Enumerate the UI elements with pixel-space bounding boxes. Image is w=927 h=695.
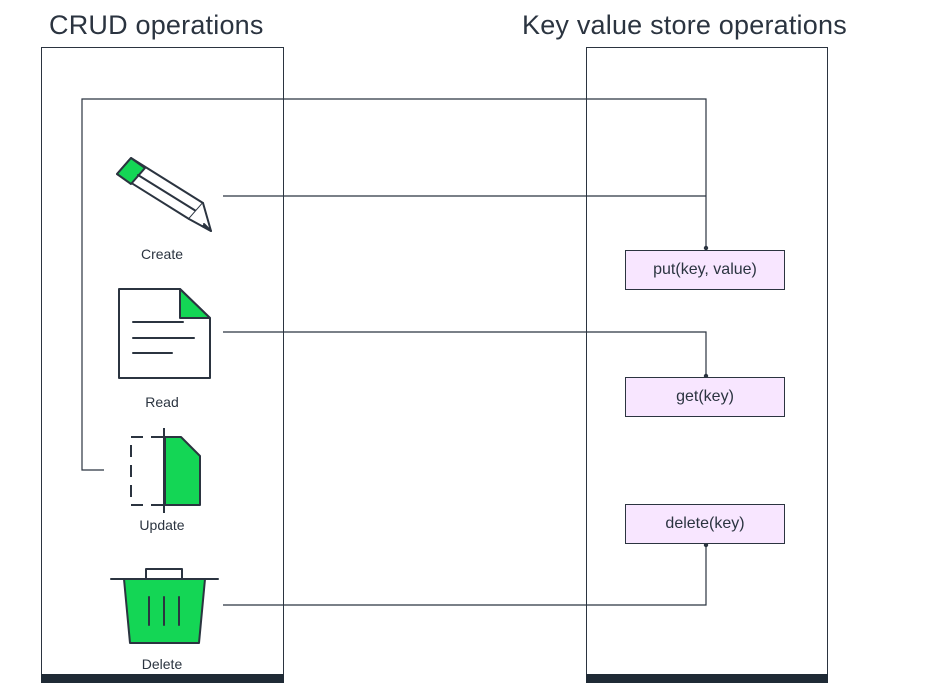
half-document-icon bbox=[130, 428, 201, 513]
key-value-operations-heading: Key value store operations bbox=[522, 10, 847, 40]
put-operation-box: put(key, value) bbox=[625, 250, 785, 290]
update-label: Update bbox=[139, 517, 185, 533]
pencil-icon bbox=[116, 157, 212, 232]
delete-label: Delete bbox=[141, 656, 183, 672]
key-value-panel-bar bbox=[586, 674, 828, 683]
connector-dot-put bbox=[703, 245, 709, 251]
get-operation-box: get(key) bbox=[625, 377, 785, 417]
key-value-panel bbox=[586, 47, 828, 683]
delete-operation-box: delete(key) bbox=[625, 504, 785, 544]
connector-update-put bbox=[81, 98, 707, 471]
read-label: Read bbox=[145, 394, 179, 410]
connector-read-get bbox=[223, 331, 707, 376]
trash-can-icon bbox=[110, 568, 219, 644]
crud-operations-heading: CRUD operations bbox=[49, 10, 264, 40]
crud-panel-bar bbox=[41, 674, 284, 683]
document-icon bbox=[118, 288, 211, 379]
connector-delete-delete bbox=[223, 545, 707, 606]
create-label: Create bbox=[140, 246, 184, 262]
